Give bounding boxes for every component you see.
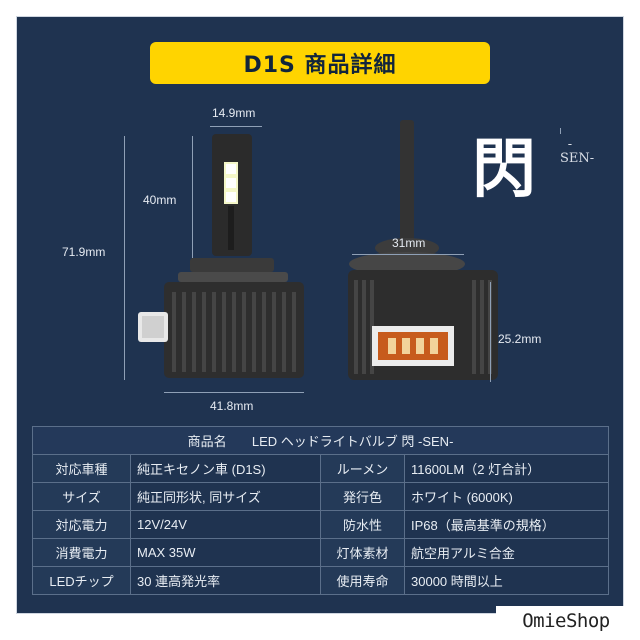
dim-line-height-head [192, 136, 193, 258]
dim-line-width-top [210, 126, 262, 127]
dim-line-height-total [124, 136, 125, 380]
shop-watermark: OmieShop [496, 606, 636, 636]
logo-sen-line [560, 128, 561, 134]
spec-key: 対応電力 [32, 510, 131, 539]
dim-height-total: 71.9mm [62, 245, 106, 259]
spec-value: 30 連高発光率 [130, 566, 321, 595]
spec-key: 発行色 [320, 482, 405, 511]
spec-value: 純正同形状, 同サイズ [130, 482, 321, 511]
spec-key: 灯体素材 [320, 538, 405, 567]
bulb-stem [400, 120, 414, 248]
table-row: LEDチップ 30 連高発光率 使用寿命 30000 時間以上 [32, 566, 610, 595]
table-row: サイズ 純正同形状, 同サイズ 発行色 ホワイト (6000K) [32, 482, 610, 511]
logo-sen: -SEN- [560, 137, 595, 166]
spec-key: 対応車種 [32, 454, 131, 483]
spec-key: 使用寿命 [320, 566, 405, 595]
table-row: 対応車種 純正キセノン車 (D1S) ルーメン 11600LM（2 灯合計） [32, 454, 610, 483]
dim-line-width-base [352, 254, 464, 255]
spec-key: LEDチップ [32, 566, 131, 595]
spec-value: 30000 時間以上 [403, 566, 610, 595]
spec-value: ホワイト (6000K) [403, 482, 610, 511]
page-title: D1S 商品詳細 [243, 53, 397, 78]
spec-value: 12V/24V [130, 510, 321, 539]
table-row: 商品名 LED ヘッドライトバルブ 閃 -SEN- [31, 426, 610, 455]
spec-value: 航空用アルミ合金 [403, 538, 610, 567]
dim-line-width-bottom [164, 392, 304, 393]
bulb-front-illustration [138, 134, 304, 378]
dim-width-bottom: 41.8mm [210, 399, 254, 413]
header-label: 商品名 [187, 434, 227, 449]
dim-height-base: 25.2mm [498, 332, 542, 346]
spec-key: サイズ [32, 482, 131, 511]
spec-value: 11600LM（2 灯合計） [403, 454, 610, 483]
spec-value: MAX 35W [130, 538, 321, 567]
spec-table: 商品名 LED ヘッドライトバルブ 閃 -SEN- 対応車種 純正キセノン車 (… [31, 426, 610, 595]
spec-value: IP68（最高基準の規格） [403, 510, 610, 539]
spec-value: 純正キセノン車 (D1S) [130, 454, 321, 483]
header-value: LED ヘッドライトバルブ 閃 -SEN- [251, 434, 454, 449]
spec-key: 消費電力 [32, 538, 131, 567]
bulb-side-illustration [348, 120, 498, 380]
spec-key: 防水性 [320, 510, 405, 539]
dim-line-height-base [490, 282, 491, 382]
title-banner: D1S 商品詳細 [150, 42, 490, 84]
logo-kanji: 閃 [472, 132, 536, 207]
table-row: 対応電力 12V/24V 防水性 IP68（最高基準の規格） [32, 510, 610, 539]
table-header-cell: 商品名 LED ヘッドライトバルブ 閃 -SEN- [31, 426, 610, 455]
table-row: 消費電力 MAX 35W 灯体素材 航空用アルミ合金 [32, 538, 610, 567]
spec-key: ルーメン [320, 454, 405, 483]
dim-width-base: 31mm [392, 236, 426, 250]
dim-width-top: 14.9mm [212, 106, 256, 120]
dim-height-head: 40mm [143, 193, 177, 207]
